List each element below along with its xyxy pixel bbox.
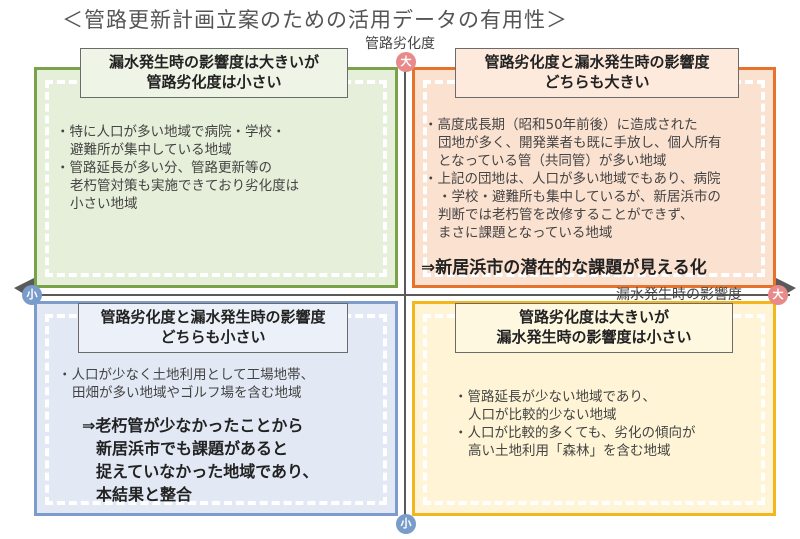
heading-line: 漏水発生時の影響度は大きいが	[108, 53, 319, 71]
heading-line: 漏水発生時の影響度は小さい	[496, 328, 692, 346]
body-line: 老朽管対策も実施できており劣化度は	[70, 178, 300, 194]
body-line: 避難所が集中している地域	[70, 142, 232, 158]
y-axis-label: 管路劣化度	[365, 36, 435, 52]
body-line: 判断では老朽管を改修することができず、	[438, 207, 694, 223]
conclusion-line: 新居浜市でも課題があると	[96, 439, 289, 458]
body-line: 団地が多く、開発業者も既に手放し、個人所有	[438, 135, 722, 151]
quadrant-top-left-body: ・特に人口が多い地域で病院・学校・ 避難所が集中している地域 ・管路延長が多い分…	[56, 123, 299, 213]
heading-line: 管路劣化度と漏水発生時の影響度	[484, 53, 710, 71]
body-line: ・管路延長が多い分、管路更新等の	[56, 160, 272, 176]
conclusion-line: 本結果と整合	[96, 485, 193, 504]
x-axis-low-badge: 小	[22, 285, 42, 305]
body-line: 田畑が多い地域やゴルフ場を含む地域	[72, 385, 302, 401]
heading-line: 管路劣化度と漏水発生時の影響度	[100, 308, 326, 326]
body-line: まさに課題となっている地域	[438, 225, 613, 241]
horizontal-axis	[26, 294, 790, 296]
x-axis-label: 漏水発生時の影響度	[616, 287, 742, 303]
quadrant-top-right	[412, 67, 776, 288]
body-line: 人口が比較的少ない地域	[468, 407, 617, 423]
heading-line: どちらも小さい	[160, 328, 266, 346]
vertical-axis	[404, 60, 406, 526]
x-axis-high-badge: 大	[768, 285, 788, 305]
heading-line: どちらも大きい	[544, 73, 650, 91]
body-line: ・上記の団地は、人口が多い地域でもあり、病院	[424, 171, 721, 187]
body-line: ・学校・避難所も集中しているが、新居浜市の	[438, 189, 721, 205]
quadrant-bottom-left-body: ・人口が少なく土地利用として工場地帯、 田畑が多い地域やゴルフ場を含む地域	[58, 366, 314, 402]
body-line: 高い土地利用「森林」を含む地域	[468, 443, 671, 459]
quadrant-bottom-left-conclusion: ⇒老朽管が少なかったことから 新居浜市でも課題があると 捉えていなかった地域であ…	[82, 414, 318, 506]
body-line: 小さい地域	[70, 196, 138, 212]
quadrant-top-left-heading: 漏水発生時の影響度は大きいが 管路劣化度は小さい	[80, 48, 348, 98]
body-line: ・管路延長が少ない地域であり、	[454, 389, 656, 405]
quadrant-top-right-heading: 管路劣化度と漏水発生時の影響度 どちらも大きい	[455, 48, 739, 98]
quadrant-bottom-right-body: ・管路延長が少ない地域であり、 人口が比較的少ない地域 ・人口が比較的多くても、…	[454, 388, 696, 460]
heading-line: 管路劣化度は小さい	[146, 73, 282, 91]
y-axis-high-badge: 大	[396, 52, 416, 72]
body-line: となっている管（共同管）が多い地域	[438, 153, 667, 169]
body-line: ・人口が比較的多くても、劣化の傾向が	[454, 425, 696, 441]
quadrant-top-right-conclusion: ⇒新居浜市の潜在的な課題が見える化	[421, 258, 707, 278]
body-line: ・特に人口が多い地域で病院・学校・	[56, 124, 286, 140]
heading-line: 管路劣化度は大きいが	[518, 308, 669, 326]
page-title: ＜管路更新計画立案のための活用データの有用性＞	[62, 8, 568, 32]
quadrant-bottom-left-heading: 管路劣化度と漏水発生時の影響度 どちらも小さい	[78, 303, 348, 353]
body-line: ・人口が少なく土地利用として工場地帯、	[58, 367, 315, 383]
body-line: ・高度成長期（昭和50年前後）に造成された	[424, 117, 698, 133]
conclusion-line: ⇒老朽管が少なかったことから	[82, 416, 304, 435]
conclusion-line: 捉えていなかった地域であり、	[96, 462, 319, 481]
quadrant-top-right-body: ・高度成長期（昭和50年前後）に造成された 団地が多く、開発業者も既に手放し、個…	[424, 116, 722, 242]
quadrant-bottom-right-heading: 管路劣化度は大きいが 漏水発生時の影響度は小さい	[455, 303, 733, 353]
y-axis-low-badge: 小	[396, 514, 416, 534]
